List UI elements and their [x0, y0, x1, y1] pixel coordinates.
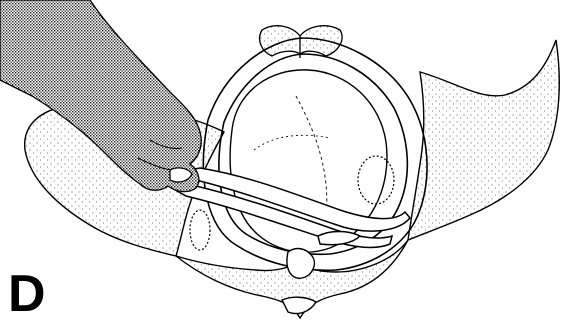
right-ilium	[408, 40, 559, 240]
sacrum	[260, 26, 342, 58]
pubic-symphysis	[176, 240, 408, 318]
panel-letter: D	[8, 268, 46, 320]
